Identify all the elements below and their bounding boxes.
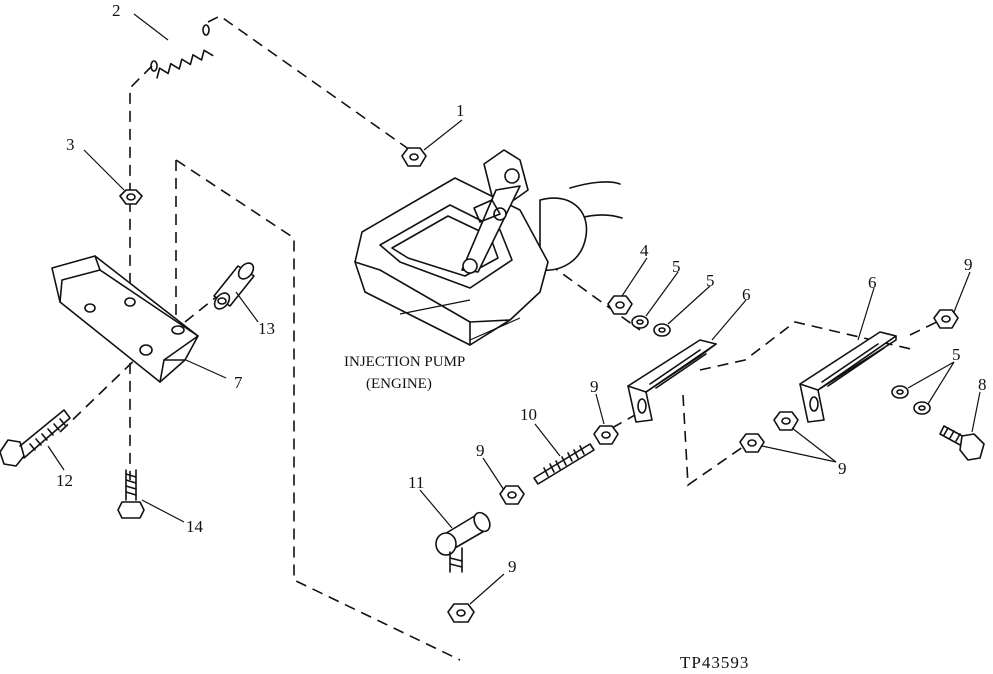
callout-11: 11 xyxy=(408,473,424,492)
callout-14: 14 xyxy=(186,517,204,536)
callout-9-c: 9 xyxy=(476,441,485,460)
injection-pump xyxy=(354,149,623,346)
assembly-line-link-brackets xyxy=(699,321,916,371)
part-1-nut xyxy=(401,147,427,167)
part-6-bracket-right xyxy=(799,331,897,423)
part-6-bracket-left xyxy=(627,339,717,423)
callout-2: 2 xyxy=(112,1,121,20)
assembly-line-nut-9-right xyxy=(909,317,946,336)
callout-9-a: 9 xyxy=(964,255,973,274)
callout-9-e: 9 xyxy=(508,557,517,576)
reference-code: TP43593 xyxy=(680,653,749,672)
part-5-washer-d xyxy=(913,401,931,415)
part-3-nut xyxy=(119,189,143,205)
label-engine: (ENGINE) xyxy=(366,376,432,392)
label-injection-pump: INJECTION PUMP xyxy=(344,354,465,370)
assembly-line-bracket-down xyxy=(682,394,751,487)
part-9-nut-bottom xyxy=(447,603,475,623)
part-5-washer-a xyxy=(631,315,649,329)
part-5-washer-b xyxy=(653,323,671,337)
part-9-nut-top-right xyxy=(933,309,959,329)
callout-5-b: 5 xyxy=(706,271,715,290)
part-9-nut-mid xyxy=(499,485,525,505)
callout-numbers: 1 2 3 4 5 5 5 6 6 7 8 9 9 9 9 9 10 11 12… xyxy=(56,1,987,576)
part-9-nut-pair-b xyxy=(773,411,799,431)
callout-1: 1 xyxy=(456,101,465,120)
part-8-bolt xyxy=(939,425,985,461)
callout-9-b: 9 xyxy=(590,377,599,396)
part-4-nut xyxy=(607,295,633,315)
callout-3: 3 xyxy=(66,135,75,154)
part-9-nut-pair-a xyxy=(739,433,765,453)
part-5-washer-c xyxy=(891,385,909,399)
callout-13: 13 xyxy=(258,319,275,338)
callout-9-d: 9 xyxy=(838,459,847,478)
part-10-rod xyxy=(533,443,595,485)
callout-6-b: 6 xyxy=(868,273,877,292)
leader-lines xyxy=(47,13,981,605)
part-7-bracket xyxy=(51,255,199,383)
callout-5-a: 5 xyxy=(672,257,681,276)
callout-6-a: 6 xyxy=(742,285,751,304)
callout-10: 10 xyxy=(520,405,537,424)
assembly-line-spring-left xyxy=(129,65,153,480)
part-12-bolt xyxy=(0,409,71,467)
callout-12: 12 xyxy=(56,471,73,490)
callout-7: 7 xyxy=(234,373,243,392)
assembly-line-rod xyxy=(611,414,636,429)
callout-8: 8 xyxy=(978,375,987,394)
assembly-line-spring-to-nut xyxy=(207,15,411,151)
callout-5-c: 5 xyxy=(952,345,961,364)
callout-4: 4 xyxy=(640,241,649,260)
assembly-line-bolt-12 xyxy=(59,349,146,433)
part-13-spacer xyxy=(213,262,255,310)
part-2-spring xyxy=(150,24,214,79)
part-9-nut-rod xyxy=(593,425,619,445)
part-11-ball-joint xyxy=(435,511,491,573)
assembly-line-bracket-loop xyxy=(175,159,461,661)
part-14-bolt xyxy=(117,469,145,519)
